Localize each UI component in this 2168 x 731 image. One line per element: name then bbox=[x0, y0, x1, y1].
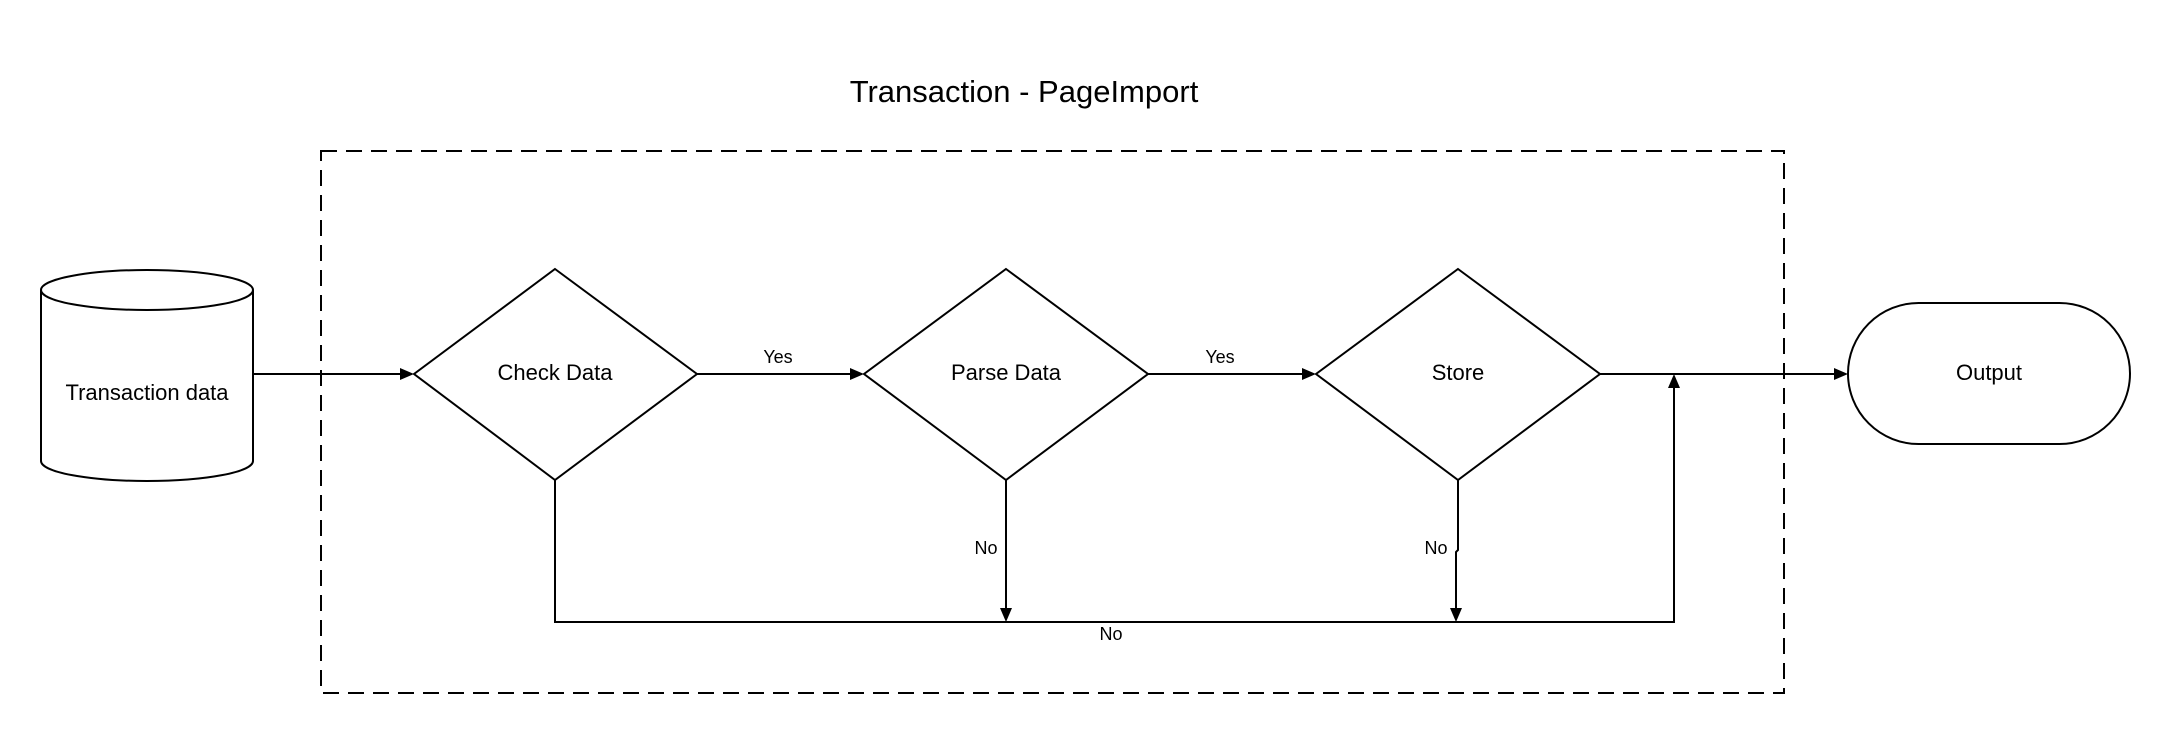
arrowhead bbox=[1450, 608, 1462, 622]
node-label-output: Output bbox=[1956, 360, 2022, 385]
edge-label-yes: Yes bbox=[763, 347, 792, 367]
cylinder-body bbox=[40, 290, 254, 482]
arrowhead bbox=[1834, 368, 1848, 380]
process-boundary bbox=[320, 150, 1785, 694]
arrowhead bbox=[1000, 608, 1012, 622]
node-label-transaction-data: Transaction data bbox=[65, 380, 229, 405]
edge-parse-to-store: Yes bbox=[1148, 347, 1316, 380]
node-label-store: Store bbox=[1432, 360, 1485, 385]
edge-source-to-check bbox=[253, 368, 414, 380]
diagram-title: Transaction - PageImport bbox=[850, 74, 1199, 109]
node-parse-data[interactable]: Parse Data bbox=[862, 267, 1150, 482]
edge-line bbox=[1455, 480, 1459, 608]
edge-store-no: No bbox=[1424, 480, 1462, 622]
arrowhead bbox=[1302, 368, 1316, 380]
edge-check-no-loop: No bbox=[554, 374, 1680, 644]
arrowhead bbox=[400, 368, 414, 380]
edge-label-no: No bbox=[974, 538, 997, 558]
arrowhead bbox=[1668, 374, 1680, 388]
cylinder-top bbox=[40, 269, 254, 311]
edge-label-no: No bbox=[1099, 624, 1122, 644]
node-store[interactable]: Store bbox=[1314, 267, 1602, 482]
node-transaction-data[interactable]: Transaction data bbox=[40, 269, 254, 482]
arrowhead bbox=[850, 368, 864, 380]
edge-parse-no: No bbox=[974, 480, 1012, 622]
node-label-parse-data: Parse Data bbox=[951, 360, 1062, 385]
edge-line bbox=[554, 388, 1675, 623]
edge-label-no: No bbox=[1424, 538, 1447, 558]
node-check-data[interactable]: Check Data bbox=[412, 267, 699, 482]
terminator-shape bbox=[1847, 302, 2131, 445]
node-output[interactable]: Output bbox=[1847, 302, 2131, 445]
edge-store-to-output bbox=[1600, 368, 1848, 380]
edge-label-yes: Yes bbox=[1205, 347, 1234, 367]
edge-check-to-parse: Yes bbox=[697, 347, 864, 380]
node-label-check-data: Check Data bbox=[498, 360, 614, 385]
